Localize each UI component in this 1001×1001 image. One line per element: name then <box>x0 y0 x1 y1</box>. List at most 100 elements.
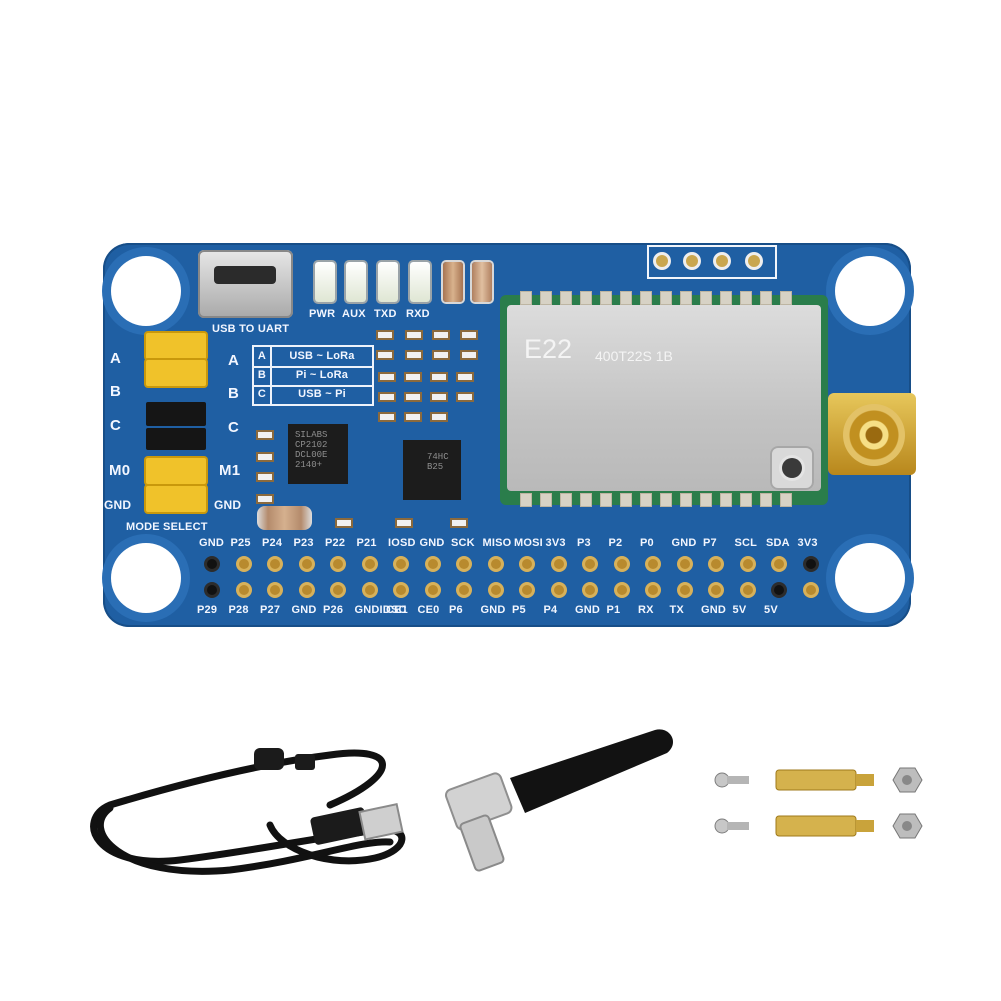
pin-label-top: P2 <box>608 537 623 549</box>
pin-label-bottom: CE0 <box>417 604 440 616</box>
module-brand: E22 <box>524 334 573 364</box>
sma-ring <box>843 404 905 466</box>
module-pad <box>561 292 571 304</box>
header-pad <box>686 255 698 267</box>
jumper-label-right-a: A <box>228 352 240 369</box>
smd-component <box>460 330 478 340</box>
jumper-a[interactable] <box>146 333 206 359</box>
module-pad <box>641 292 651 304</box>
ferrite-bead <box>254 748 284 770</box>
led-rxd <box>410 262 430 302</box>
gpio-pin <box>301 585 312 595</box>
gpio-pin <box>238 585 249 595</box>
smd-component <box>460 350 478 360</box>
pin-label-top: GND <box>671 537 697 549</box>
smd-component <box>405 350 423 360</box>
gpio-pin <box>396 585 406 595</box>
mounting-hole <box>111 543 181 613</box>
module-pad <box>601 494 611 506</box>
pin-label-top: MOSI <box>514 537 543 549</box>
jumper-label-left-m0: M0 <box>109 462 131 479</box>
gpio-pin <box>742 559 753 569</box>
module-pad <box>661 292 671 304</box>
module-pad <box>581 292 591 304</box>
module-pad <box>541 292 551 304</box>
module-model: 400T22S 1B <box>595 348 673 364</box>
smd-component <box>404 372 422 382</box>
gpio-pin <box>522 559 532 569</box>
smd-component <box>404 412 422 422</box>
brass-standoff <box>775 769 857 791</box>
module-pad <box>781 494 791 506</box>
smd-component <box>395 518 413 528</box>
smd-component <box>404 392 422 402</box>
gpio-pin <box>616 559 627 569</box>
jumper-label-left-b: B <box>110 383 122 400</box>
antenna <box>444 729 674 872</box>
module-pad <box>681 292 691 304</box>
module-pad <box>601 292 611 304</box>
module-pad <box>741 494 751 506</box>
pin-label-bottom: CE1 <box>386 604 408 616</box>
gpio-pin <box>616 585 627 595</box>
pin-label-top: 3V3 <box>797 537 818 549</box>
smd-component <box>450 518 468 528</box>
module-pad <box>621 292 631 304</box>
led-label-pwr: PWR <box>309 308 336 320</box>
pin-label-top: P25 <box>230 537 251 549</box>
gpio-pin <box>459 559 469 569</box>
mode-row-a: A USB ~ LoRa <box>254 347 372 368</box>
gpio-pin <box>585 585 595 595</box>
led-txd <box>378 262 398 302</box>
pin-label-bottom: GND <box>480 604 506 616</box>
capacitor <box>443 262 463 302</box>
module-pad <box>721 292 731 304</box>
smd-component <box>376 350 394 360</box>
gpio-pin <box>238 559 249 569</box>
mounting-hole <box>835 256 905 326</box>
jumper-m0[interactable] <box>146 458 206 484</box>
ipex-socket <box>782 458 802 478</box>
antenna-sma-plug <box>459 814 505 872</box>
pin-label-top: P7 <box>703 537 717 549</box>
gpio-pin <box>648 559 658 569</box>
micro-usb-port[interactable] <box>198 250 293 318</box>
usb-cable <box>90 748 406 875</box>
module-pad <box>581 494 591 506</box>
mode-row-c: C USB ~ Pi <box>254 385 372 404</box>
jumper-b[interactable] <box>146 360 206 386</box>
jumper-m1[interactable] <box>146 486 206 512</box>
module-pad <box>681 494 691 506</box>
module-pad <box>701 494 711 506</box>
gpio-pin <box>333 559 343 569</box>
gpio-pin <box>742 585 753 595</box>
jumper-header-row <box>146 428 206 450</box>
gpio-pin <box>553 559 564 569</box>
smd-component <box>405 330 423 340</box>
led-label-rxd: RXD <box>406 308 430 320</box>
led-aux <box>346 262 366 302</box>
mode-table: A USB ~ LoRa B Pi ~ LoRa C USB ~ Pi <box>252 345 374 406</box>
pin-label-bottom: P5 <box>512 604 526 616</box>
smd-component <box>378 392 396 402</box>
smd-component <box>256 472 274 482</box>
capacitor <box>472 262 492 302</box>
gpio-pin <box>364 585 375 595</box>
pin-label-top: P24 <box>262 537 283 549</box>
pin-label-top: GND <box>419 537 445 549</box>
header-pad <box>656 255 668 267</box>
gpio-pin <box>774 559 784 569</box>
pin-label-bottom: RX <box>638 604 654 616</box>
gpio-pin <box>459 585 469 595</box>
gpio-pin <box>490 585 501 595</box>
usb-a-metal <box>358 802 404 841</box>
smd-component <box>378 372 396 382</box>
mode-key: A <box>254 347 272 366</box>
smd-component <box>456 372 474 382</box>
led-label-aux: AUX <box>342 308 366 320</box>
pin-label-bottom: 5V <box>732 604 747 616</box>
jumper-label-left-a: A <box>110 350 122 367</box>
pin-label-bottom: GND <box>291 604 317 616</box>
module-pad <box>761 494 771 506</box>
pin-label-bottom: P1 <box>606 604 621 616</box>
